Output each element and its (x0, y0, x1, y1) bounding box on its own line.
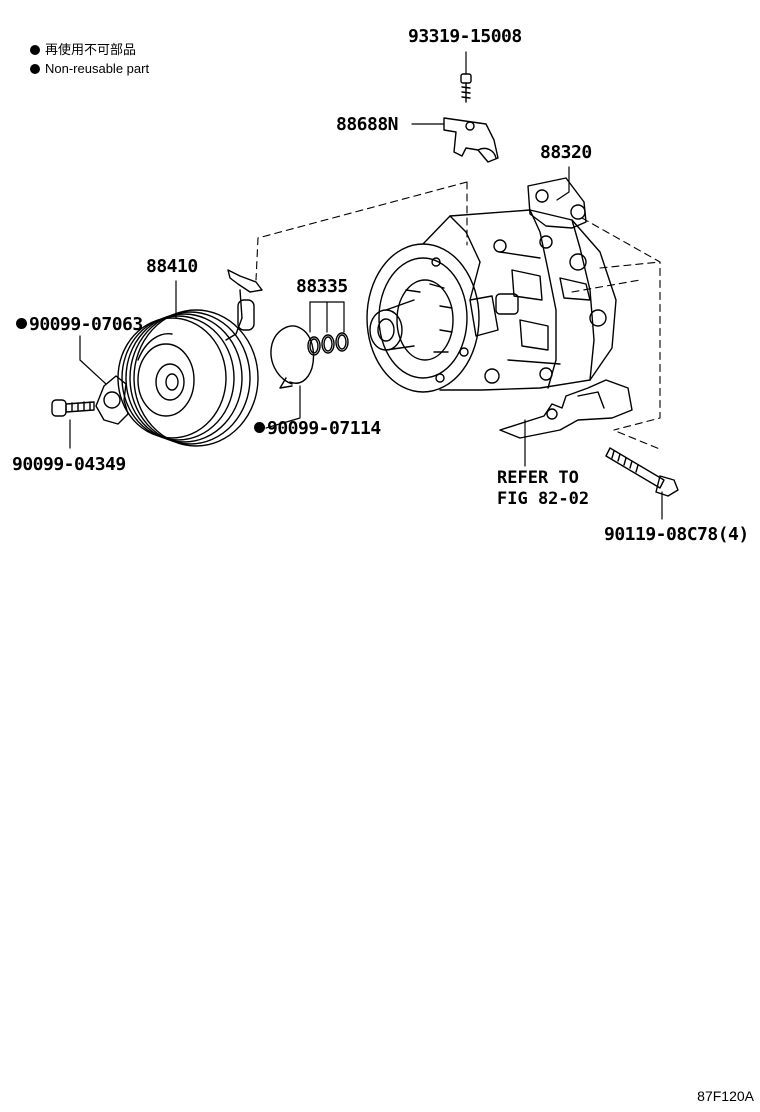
non-reusable-bullet-icon (254, 422, 265, 433)
refer-line-2: FIG 82-02 (497, 489, 590, 509)
refer-note: REFER TO FIG 82-02 (497, 468, 589, 510)
compressor-88320 (366, 177, 633, 439)
figure-id: 87F120A (697, 1088, 754, 1104)
legend-row-japanese: 再使用不可部品 (30, 40, 149, 59)
shim-90099-07063 (95, 375, 129, 425)
legend-row-english: Non-reusable part (30, 59, 149, 78)
part-label-90099-07063: 90099-07063 (16, 314, 143, 335)
part-label-88320: 88320 (540, 142, 592, 163)
sensor-bracket-88688N (443, 117, 499, 163)
legend-text-japanese: 再使用不可部品 (45, 42, 137, 57)
magnet-clutch-88410 (117, 269, 263, 447)
part-label-90099-04349: 90099-04349 (12, 454, 126, 475)
bolt-90099-04349 (51, 399, 95, 417)
non-reusable-bullet-icon (16, 318, 27, 329)
leader-lines (69, 51, 663, 520)
part-label-90119-08C78: 90119-08C78(4) (604, 524, 749, 545)
bullet-icon (30, 44, 40, 55)
legend-text-english: Non-reusable part (45, 61, 150, 76)
o-rings-88335 (307, 332, 349, 356)
part-label-88335: 88335 (296, 276, 348, 297)
dashed-lines (255, 181, 663, 451)
part-label-88410: 88410 (146, 256, 198, 277)
bolt-90119-08C78 (605, 447, 679, 497)
refer-line-1: REFER TO (497, 468, 579, 488)
part-number: 90099-07114 (267, 418, 381, 439)
bolt-93319-15008 (460, 73, 472, 103)
part-label-90099-07114: 90099-07114 (254, 418, 381, 439)
part-label-93319-15008: 93319-15008 (408, 26, 522, 47)
part-number: 90099-07063 (29, 314, 143, 335)
bullet-icon (30, 63, 40, 74)
part-label-88688N: 88688N (336, 114, 399, 135)
snap-ring-90099-07114 (270, 325, 315, 389)
legend: 再使用不可部品 Non-reusable part (30, 40, 149, 78)
